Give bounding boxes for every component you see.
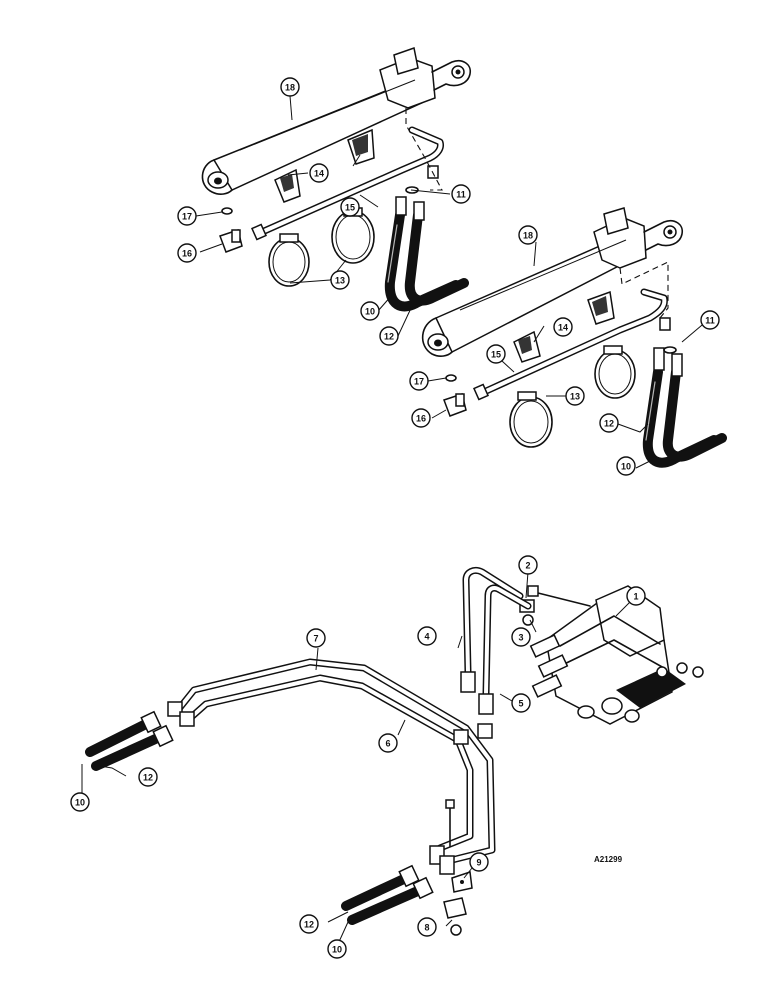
- hoses-bottom: [341, 864, 434, 925]
- o-ring-17-upper: [221, 207, 233, 215]
- callout-16-lower: 16: [411, 408, 431, 428]
- svg-text:8: 8: [424, 923, 429, 933]
- callout-6: 6: [378, 733, 398, 753]
- callout-15-upper: 15: [340, 197, 360, 217]
- callout-14-lower: 14: [553, 317, 573, 337]
- callout-4: 4: [417, 626, 437, 646]
- svg-text:9: 9: [476, 858, 481, 868]
- svg-text:13: 13: [570, 392, 580, 402]
- svg-text:12: 12: [384, 332, 394, 342]
- svg-text:15: 15: [491, 350, 501, 360]
- svg-text:10: 10: [332, 945, 342, 955]
- hoses-lower: [642, 347, 727, 468]
- svg-text:11: 11: [705, 316, 715, 326]
- svg-text:1: 1: [633, 592, 638, 602]
- callout-11-upper: 11: [451, 184, 471, 204]
- o-ring-3: [522, 614, 534, 626]
- callout-12-lower: 12: [599, 413, 619, 433]
- svg-text:14: 14: [314, 169, 324, 179]
- fittings-upper: [219, 186, 419, 253]
- tube-line-lower: [473, 288, 671, 401]
- svg-text:2: 2: [525, 561, 530, 571]
- callout-5: 5: [511, 693, 531, 713]
- callout-9: 9: [469, 852, 489, 872]
- svg-text:4: 4: [424, 632, 429, 642]
- svg-text:16: 16: [416, 414, 426, 424]
- hydraulic-cylinder-upper: [201, 47, 472, 195]
- callout-3: 3: [511, 627, 531, 647]
- callout-10-left: 10: [70, 792, 90, 812]
- callout-10-upper: 10: [360, 301, 380, 321]
- callout-11-lower: 11: [700, 310, 720, 330]
- callouts: 18 14 11 15 17 16 13 10 12 18 11 14 15 1…: [70, 77, 720, 959]
- svg-text:18: 18: [285, 83, 295, 93]
- svg-text:10: 10: [621, 462, 631, 472]
- callout-13-upper: 13: [330, 270, 350, 290]
- hose-clamps-lower: [509, 345, 636, 448]
- callout-12-upper: 12: [379, 326, 399, 346]
- svg-text:12: 12: [143, 773, 153, 783]
- svg-text:12: 12: [604, 419, 614, 429]
- callout-1: 1: [626, 586, 646, 606]
- tube-4-5: [460, 566, 532, 715]
- hoses-left-lower: [85, 710, 174, 771]
- callout-7: 7: [306, 628, 326, 648]
- callout-12-left: 12: [138, 767, 158, 787]
- cylinder-pads-upper: [274, 128, 375, 203]
- svg-text:11: 11: [456, 190, 466, 200]
- callout-16-upper: 16: [177, 243, 197, 263]
- svg-text:10: 10: [365, 307, 375, 317]
- svg-text:14: 14: [558, 323, 568, 333]
- callout-17-lower: 17: [409, 371, 429, 391]
- callout-2: 2: [518, 555, 538, 575]
- callout-17-upper: 17: [177, 206, 197, 226]
- svg-text:12: 12: [304, 920, 314, 930]
- callout-13-lower: 13: [565, 386, 585, 406]
- callout-12-bottom: 12: [299, 914, 319, 934]
- svg-text:17: 17: [182, 212, 192, 222]
- callout-15-lower: 15: [486, 344, 506, 364]
- svg-text:5: 5: [518, 699, 523, 709]
- nut-8: [450, 924, 462, 936]
- svg-text:3: 3: [518, 633, 523, 643]
- callout-18-upper: 18: [280, 77, 300, 97]
- svg-text:16: 16: [182, 249, 192, 259]
- drawing-reference-code: A21299: [594, 855, 623, 864]
- svg-text:13: 13: [335, 276, 345, 286]
- callout-14-upper: 14: [309, 163, 329, 183]
- svg-text:10: 10: [75, 798, 85, 808]
- clip-and-nut: [443, 870, 473, 936]
- svg-text:7: 7: [313, 634, 318, 644]
- svg-text:15: 15: [345, 203, 355, 213]
- hydraulic-cylinder-lower: [421, 207, 684, 357]
- control-valve: [529, 585, 704, 725]
- alignment-dash-lower: [619, 261, 669, 319]
- svg-text:6: 6: [385, 739, 390, 749]
- alignment-dash-upper: [405, 108, 443, 191]
- leader-lines: [81, 95, 709, 945]
- callout-18-lower: 18: [518, 225, 538, 245]
- tube-6-7: [167, 658, 496, 875]
- svg-text:18: 18: [523, 231, 533, 241]
- callout-10-bottom: 10: [327, 939, 347, 959]
- svg-text:17: 17: [414, 377, 424, 387]
- drawing-reference: A21299: [594, 855, 623, 864]
- callout-8: 8: [417, 917, 437, 937]
- cylinder-pads-lower: [513, 290, 615, 363]
- callout-10-lower: 10: [616, 456, 636, 476]
- fittings-lower: [443, 346, 677, 417]
- hoses-upper: [384, 196, 469, 312]
